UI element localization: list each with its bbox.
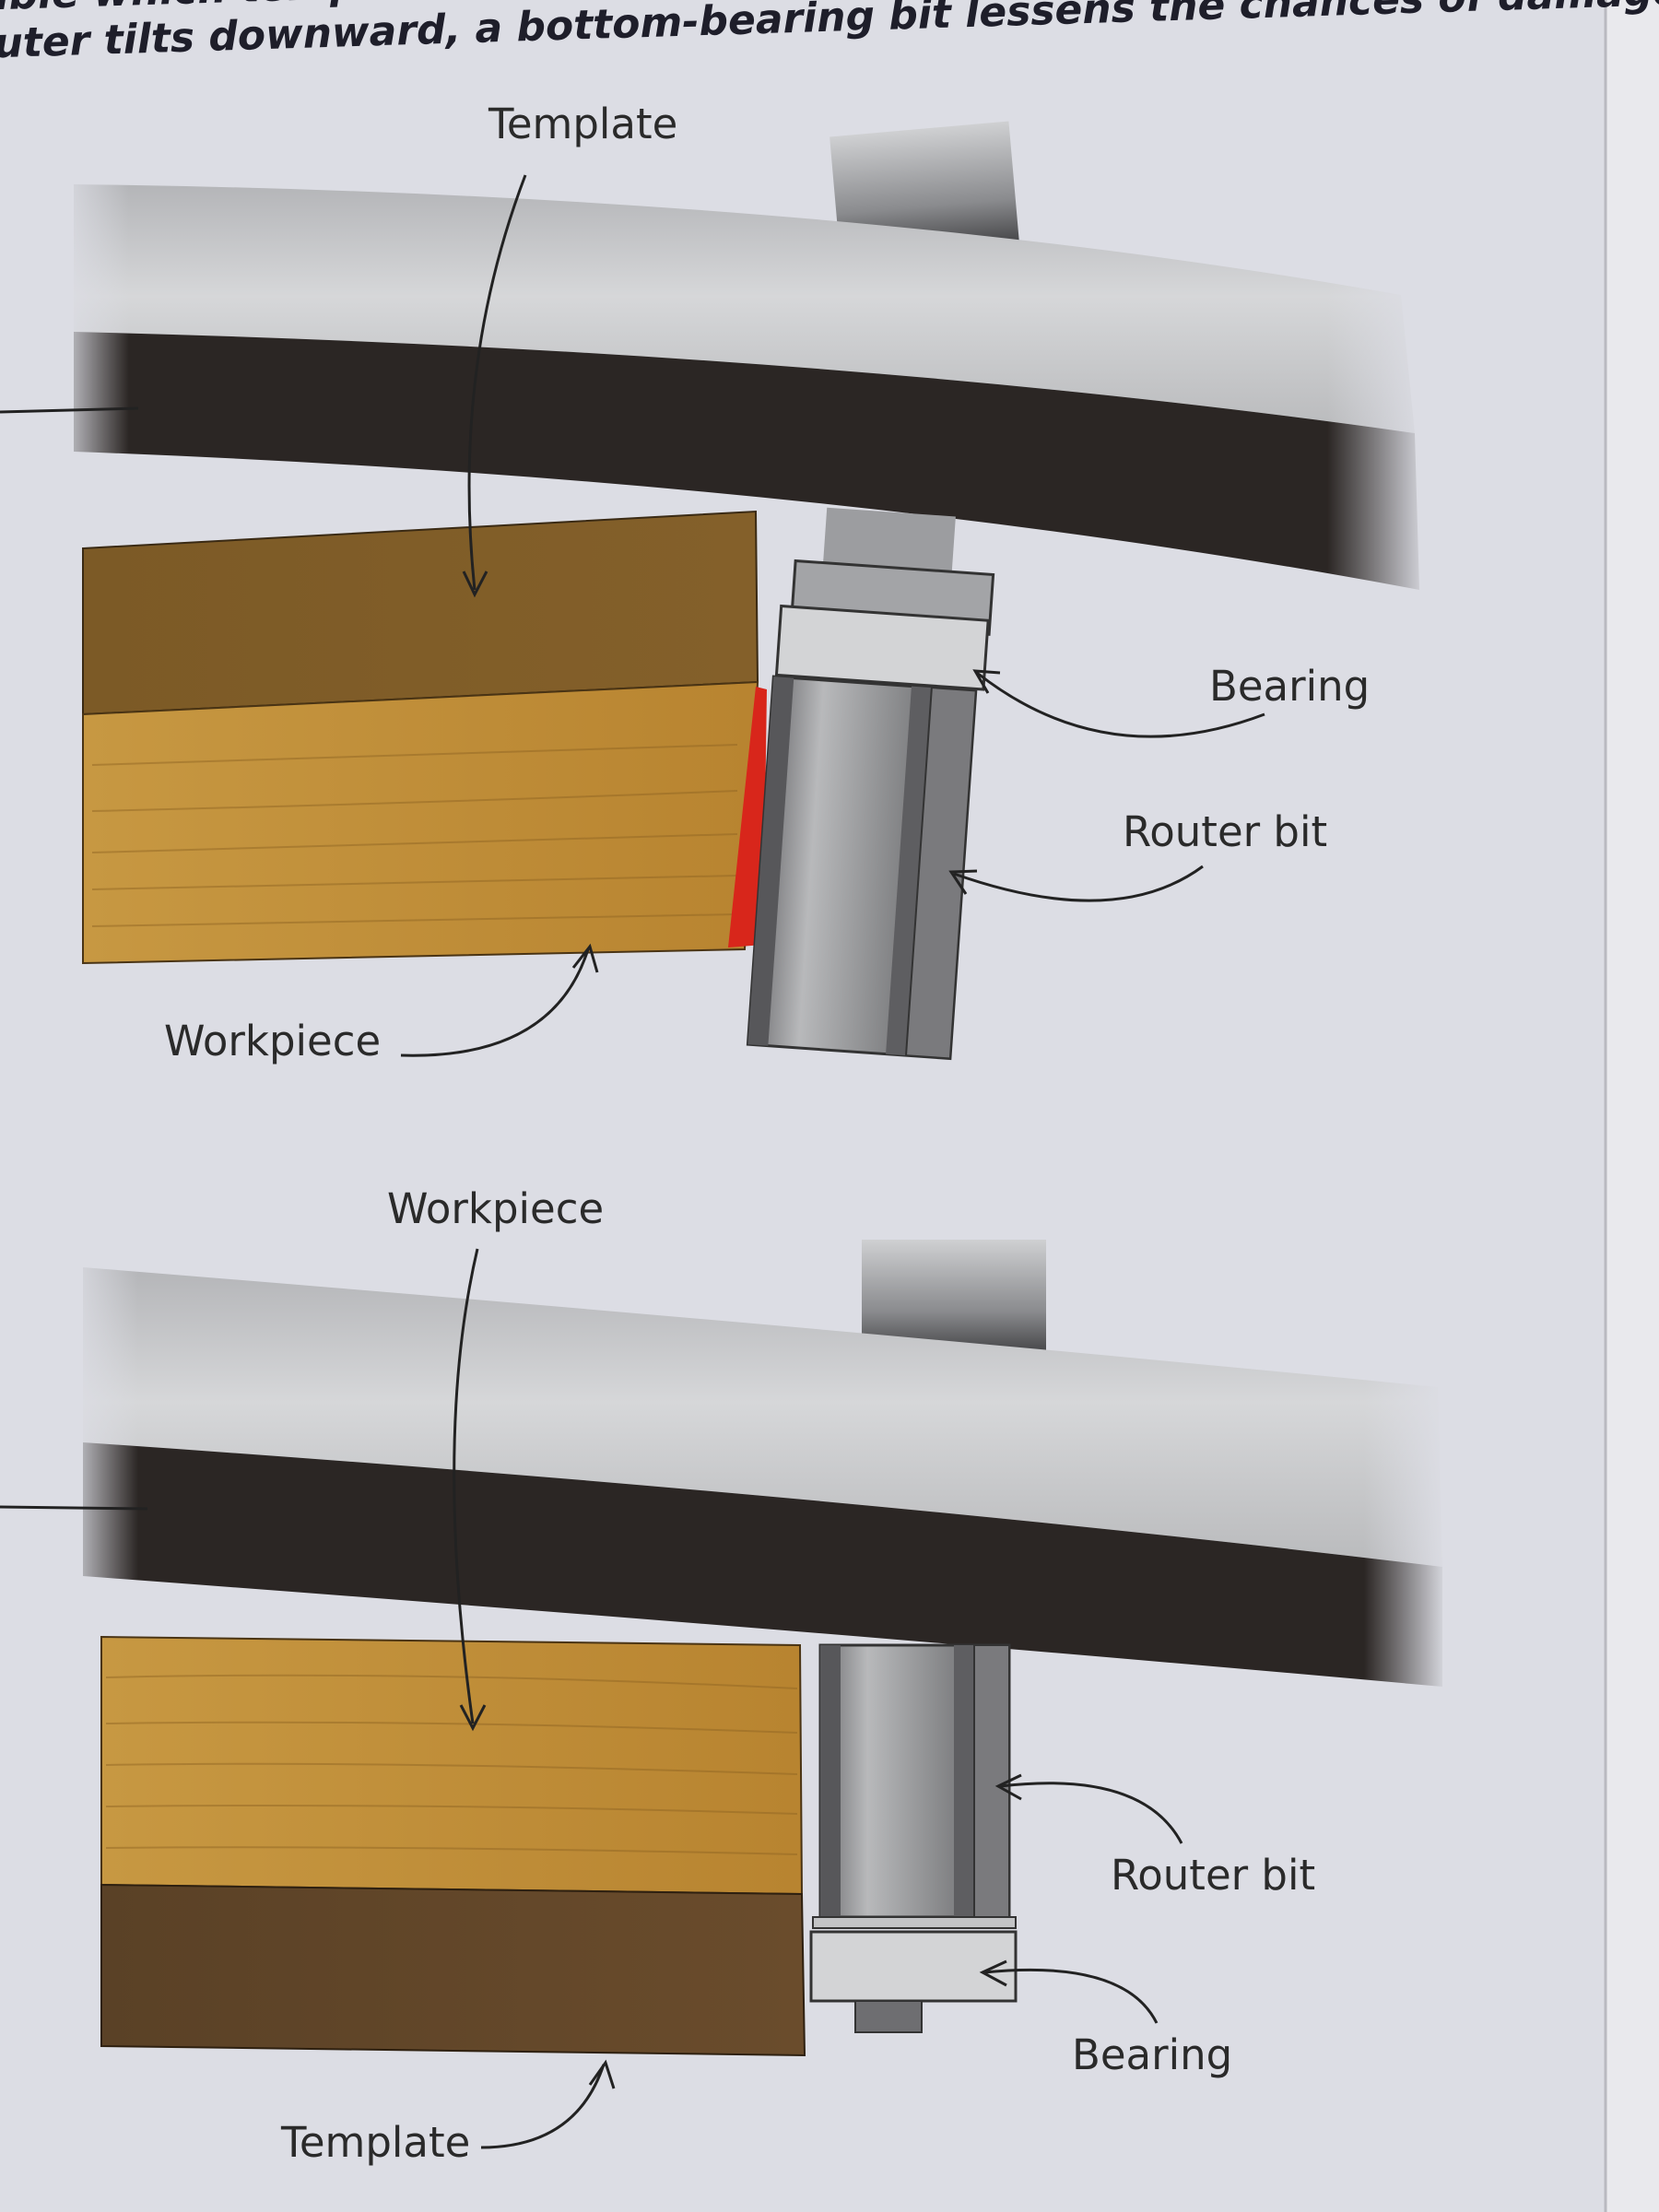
leader-router-bit-top <box>953 865 1204 902</box>
leader-router-bit-bottom <box>999 1782 1183 1844</box>
router-bit-assembly <box>746 507 995 1061</box>
leader-template-bottom <box>480 2064 606 2149</box>
leader-workpiece-bottom <box>453 1248 479 1724</box>
label-template: Template <box>488 100 677 148</box>
arrowhead-bearing-top <box>972 669 1001 694</box>
leader-workpiece-top <box>400 948 590 1057</box>
damage-wedge <box>728 687 767 947</box>
router-sub-base <box>74 332 1419 590</box>
leader-bearing-bottom <box>983 1968 1159 2024</box>
leader-bearing-top <box>976 671 1265 738</box>
arrowhead-template <box>462 571 488 598</box>
router-base-plate <box>74 184 1415 433</box>
label-router-bit-bottom: Router bit <box>1111 1851 1315 1900</box>
label-bearing-bottom: Bearing <box>1072 2030 1232 2079</box>
arrowhead-router-bit-top <box>948 869 978 895</box>
workpiece-board <box>82 680 759 965</box>
arrowhead-template-bottom <box>588 2059 616 2089</box>
label-router-bit-top: Router bit <box>1123 807 1327 856</box>
arrowhead-workpiece-top <box>571 943 599 973</box>
arrowhead-bearing-bottom <box>979 1959 1007 1987</box>
router-base-plate-2 <box>83 1267 1442 1567</box>
router-bit-assembly-2 <box>809 1643 1018 2033</box>
bottom-figure: Workpiece Router bit Bearing Template <box>0 1184 1447 2167</box>
template-board-2 <box>100 1883 806 2057</box>
arrowhead-workpiece-bottom <box>459 1704 487 1732</box>
leader-template <box>467 174 527 591</box>
top-figure: Template Bearing Router bit Workpiece <box>0 100 1429 1065</box>
label-template-bottom: Template <box>280 2118 470 2167</box>
page-edge <box>1606 0 1659 2212</box>
template-board <box>82 510 759 716</box>
bearing-screw <box>854 2000 923 2033</box>
bearing <box>774 604 990 691</box>
label-workpiece-top: Workpiece <box>164 1017 381 1065</box>
router-sub-base-2 <box>83 1442 1442 1687</box>
arrowhead-router-bit-bottom <box>994 1773 1022 1801</box>
label-bearing-top: Bearing <box>1209 662 1370 711</box>
label-workpiece-bottom: Workpiece <box>387 1184 604 1233</box>
bearing-2 <box>809 1930 1018 2003</box>
